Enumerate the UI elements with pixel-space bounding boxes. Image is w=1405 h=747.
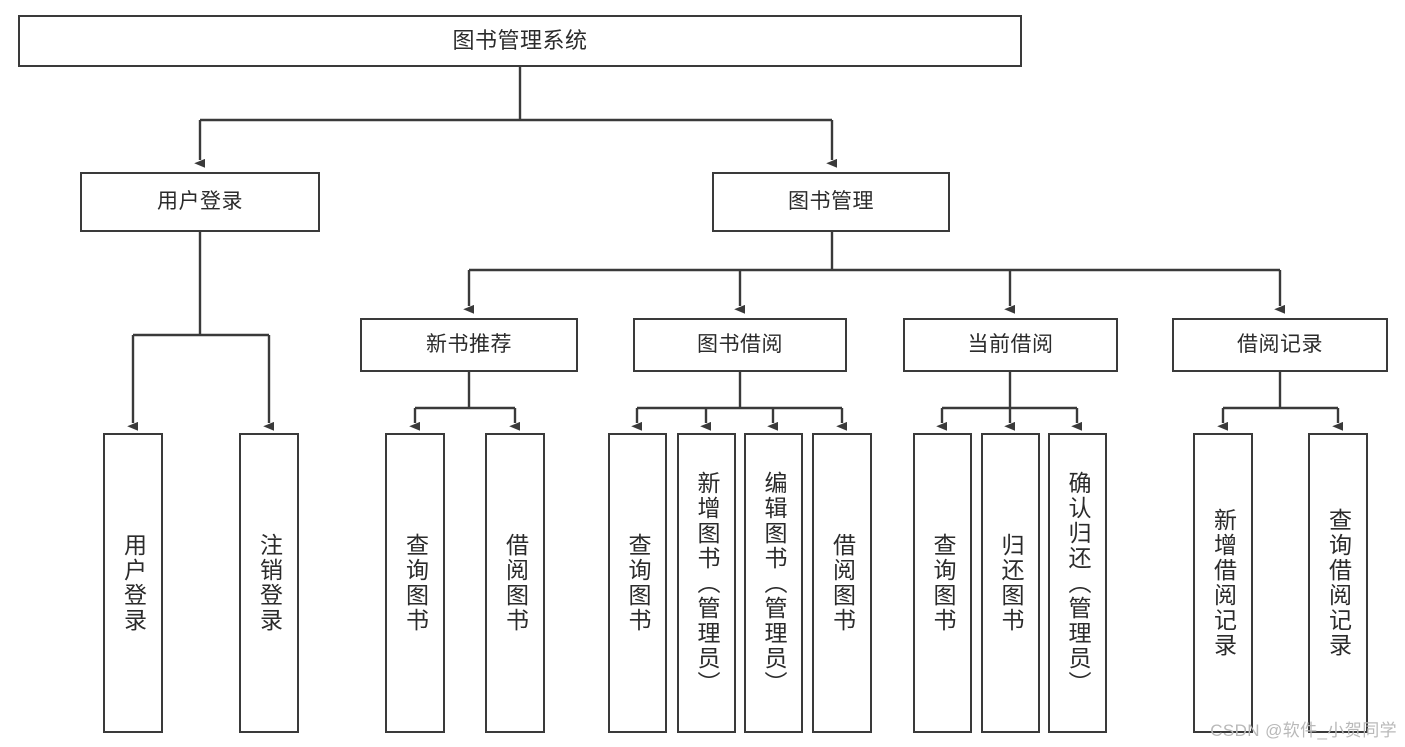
leaf-current-query-book[interactable]: 查询图书 xyxy=(913,433,972,733)
node-current-borrow[interactable]: 当前借阅 xyxy=(903,318,1118,372)
node-label: 图书借阅 xyxy=(697,333,783,357)
node-label: 用户登录 xyxy=(120,533,147,633)
leaf-borrow-borrow-book[interactable]: 借阅图书 xyxy=(812,433,872,733)
node-label: 归还图书 xyxy=(998,533,1024,633)
node-label: 新书推荐 xyxy=(426,333,512,357)
leaf-user-logout[interactable]: 注销登录 xyxy=(239,433,299,733)
node-user-login[interactable]: 用户登录 xyxy=(80,172,320,232)
node-label: 查询图书 xyxy=(625,533,651,633)
node-book-borrow[interactable]: 图书借阅 xyxy=(633,318,847,372)
node-new-book-recommend[interactable]: 新书推荐 xyxy=(360,318,578,372)
node-borrow-record[interactable]: 借阅记录 xyxy=(1172,318,1388,372)
leaf-record-query-record[interactable]: 查询借阅记录 xyxy=(1308,433,1368,733)
node-label: 借阅记录 xyxy=(1237,333,1323,357)
node-label: 查询借阅记录 xyxy=(1325,508,1352,658)
leaf-newbook-borrow-book[interactable]: 借阅图书 xyxy=(485,433,545,733)
node-label: 查询图书 xyxy=(402,533,429,633)
leaf-user-login[interactable]: 用户登录 xyxy=(103,433,163,733)
node-label: 确认归还（管理员） xyxy=(1065,470,1091,696)
node-label: 编辑图书（管理员） xyxy=(761,470,787,696)
csdn-watermark: CSDN @软件_小贺同学 xyxy=(1210,721,1397,740)
node-label: 用户登录 xyxy=(157,190,243,214)
leaf-current-confirm-return-admin[interactable]: 确认归还（管理员） xyxy=(1048,433,1107,733)
node-label: 查询图书 xyxy=(930,533,956,633)
leaf-borrow-add-book-admin[interactable]: 新增图书（管理员） xyxy=(677,433,736,733)
node-label: 图书管理 xyxy=(788,190,874,214)
node-label: 借阅图书 xyxy=(502,533,529,633)
leaf-borrow-query-book[interactable]: 查询图书 xyxy=(608,433,667,733)
leaf-borrow-edit-book-admin[interactable]: 编辑图书（管理员） xyxy=(744,433,803,733)
leaf-newbook-query-book[interactable]: 查询图书 xyxy=(385,433,445,733)
node-label: 借阅图书 xyxy=(829,533,856,633)
node-book-management[interactable]: 图书管理 xyxy=(712,172,950,232)
node-label: 新增借阅记录 xyxy=(1210,508,1237,658)
node-label: 图书管理系统 xyxy=(452,27,588,53)
leaf-record-add-record[interactable]: 新增借阅记录 xyxy=(1193,433,1253,733)
node-label: 新增图书（管理员） xyxy=(694,470,720,696)
leaf-current-return-book[interactable]: 归还图书 xyxy=(981,433,1040,733)
node-label: 注销登录 xyxy=(256,533,283,633)
node-root-system[interactable]: 图书管理系统 xyxy=(18,15,1022,67)
node-label: 当前借阅 xyxy=(967,333,1054,357)
